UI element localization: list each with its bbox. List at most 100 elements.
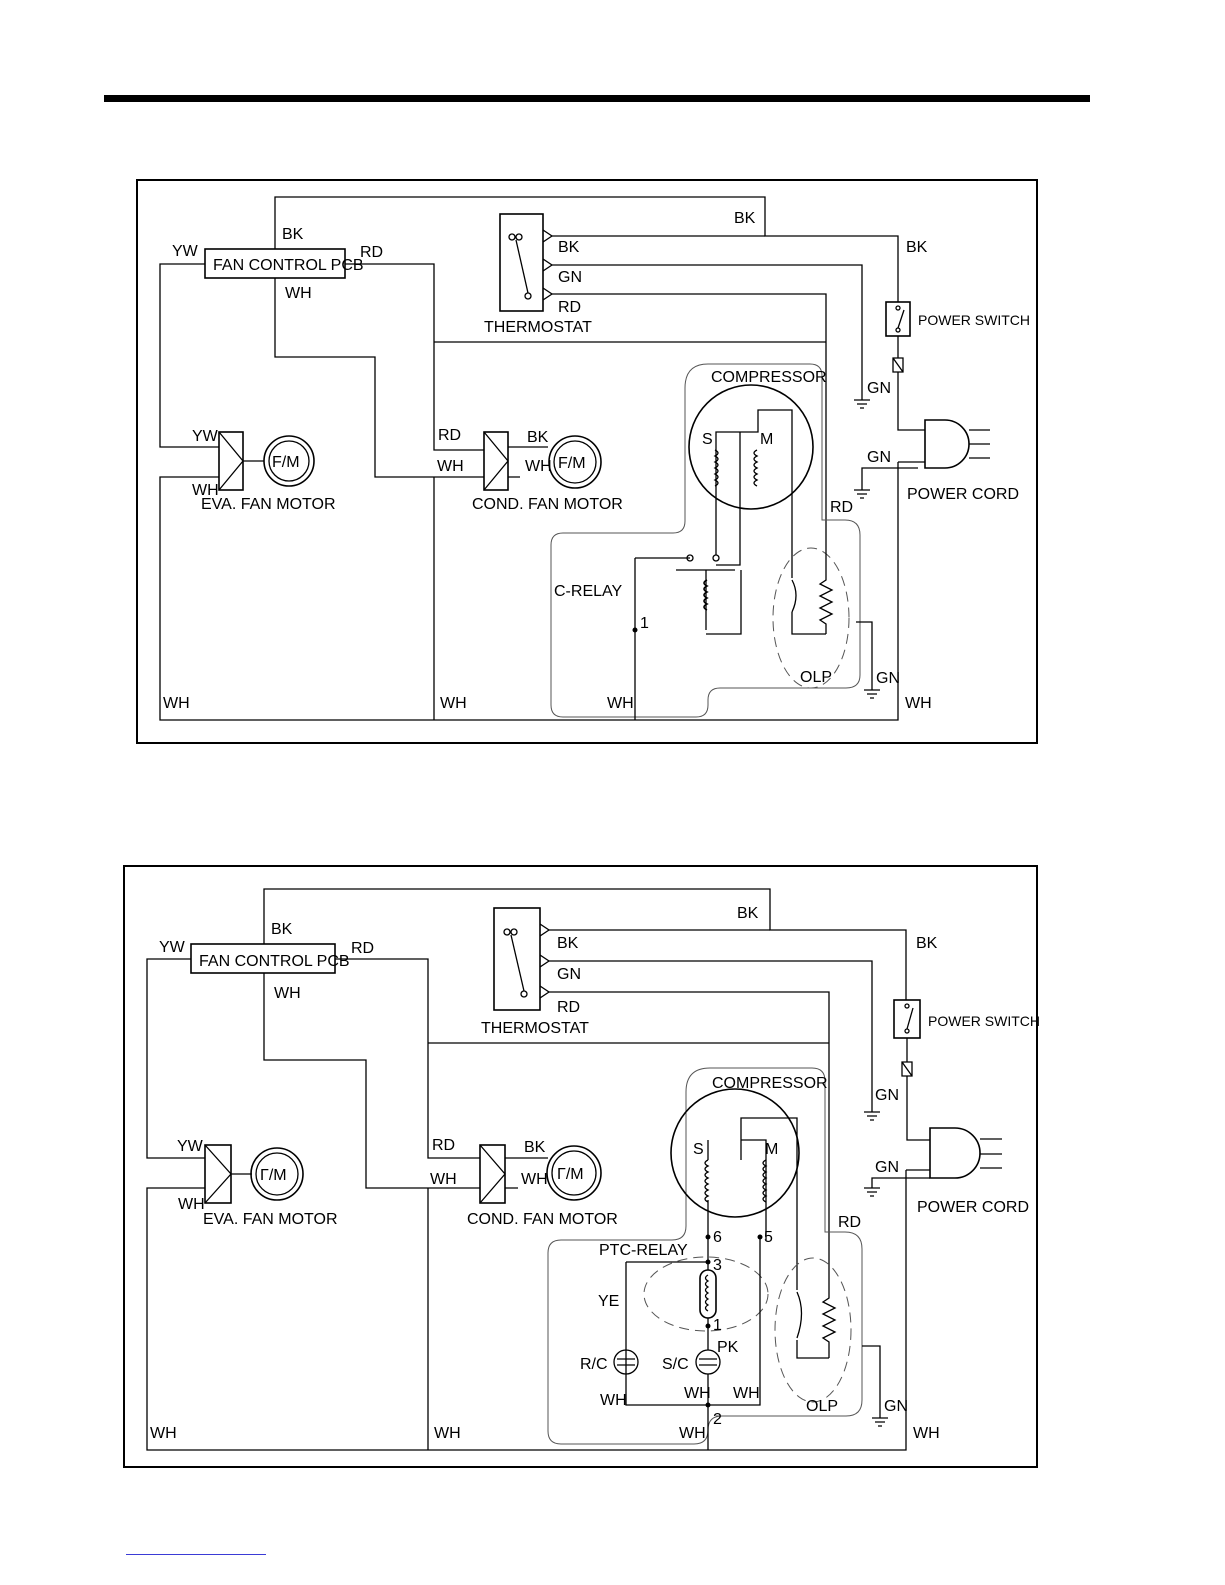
wire-cond [508, 446, 548, 478]
relay-coil-icon [703, 579, 709, 611]
olp-boundary [772, 547, 850, 689]
wire-label: YW [159, 939, 186, 956]
start-winding-icon [713, 449, 719, 487]
wire-label: WH [163, 695, 190, 712]
power-cord-plug-icon [924, 419, 970, 469]
wiring-diagram-ptc-relay: FAN CONTROL PCB Γ/M [123, 865, 1040, 1468]
olp-leads [796, 1270, 829, 1359]
main-winding-icon [753, 449, 759, 487]
pcb-label: FAN CONTROL PCB [199, 953, 350, 970]
wire-wh-pcb [263, 973, 480, 1189]
wire-bk-top [263, 888, 907, 1000]
wire-label: GN [867, 380, 891, 397]
wire-label: RD [830, 499, 853, 516]
ptc-coil-icon [704, 1274, 710, 1312]
switch-contact [895, 305, 901, 311]
pcb-label: FAN CONTROL PCB [213, 257, 364, 274]
ground-icon [854, 467, 918, 499]
connector-chevron [479, 1144, 506, 1204]
compressor-windings-leads [715, 409, 793, 550]
header-rule [104, 95, 1090, 102]
power-switch [885, 301, 911, 337]
wire-label: GN [867, 449, 891, 466]
fm-label: F/M [272, 454, 300, 471]
olp-leads [791, 550, 826, 635]
terminal-label: 2 [713, 1411, 722, 1428]
wire-rd-pcb [335, 958, 480, 1159]
ptc-relay-leads [625, 1237, 761, 1406]
thermostat-terminals [542, 229, 554, 301]
compressor-m-label: M [760, 431, 773, 448]
wire-label: WH [521, 1171, 548, 1188]
ptc-relay-label: PTC-RELAY [599, 1242, 688, 1259]
compressor-m-label: M [765, 1141, 778, 1158]
wire-label: BK [524, 1139, 546, 1156]
junction-dot [705, 1259, 711, 1265]
terminal-label: 1 [713, 1317, 722, 1334]
wire-label: WH [905, 695, 932, 712]
ptc-relay-boundary [643, 1256, 769, 1332]
wire-label: GN [875, 1159, 899, 1176]
junction-dot [705, 1234, 711, 1240]
olp-bimetal-icon [796, 1291, 803, 1339]
wire-label: WH [679, 1425, 706, 1442]
wire-label: WH [607, 695, 634, 712]
wire-label: WH [913, 1425, 940, 1442]
compressor-label: COMPRESSOR [711, 369, 827, 386]
eva-fan-motor-icon [263, 435, 315, 487]
wire-label: WH [434, 1425, 461, 1442]
c-relay-label: C-RELAY [554, 583, 622, 600]
power-switch-label: POWER SWITCH [928, 1013, 1040, 1029]
wire-label: RD [558, 299, 581, 316]
ground-icon [856, 621, 880, 699]
relay-contact [712, 554, 720, 562]
wire-label: RD [557, 999, 580, 1016]
wire-label: BK [734, 210, 756, 227]
thermostat [493, 907, 541, 1011]
thermostat-label: THERMOSTAT [484, 319, 592, 336]
junction-dot [705, 1323, 711, 1329]
wire-label: GN [875, 1087, 899, 1104]
wire-label: WH [437, 458, 464, 475]
power-cord-label: POWER CORD [907, 486, 1019, 503]
wire-label: BK [916, 935, 938, 952]
wire-label: PK [717, 1339, 739, 1356]
wire-label: BK [527, 429, 549, 446]
connector-chevron [483, 431, 509, 491]
olp-label: OLP [806, 1398, 838, 1415]
power-switch [893, 999, 921, 1039]
wire-wh-pcb [274, 278, 484, 478]
wire-label: GN [884, 1398, 908, 1415]
relay-leads [715, 490, 741, 566]
thermostat-arm [515, 239, 529, 294]
fm-label: Γ/M [260, 1167, 287, 1184]
wire-label: GN [557, 966, 581, 983]
cond-fan-connector [479, 1144, 506, 1204]
terminal-label: 3 [713, 1257, 722, 1274]
compressor-common [741, 1139, 767, 1160]
eva-fan-motor-icon [268, 440, 310, 482]
wire-label: BK [737, 905, 759, 922]
cond-fan-motor-icon [548, 435, 602, 489]
terminal-label: 1 [640, 615, 649, 632]
olp-heater-icon [818, 550, 834, 634]
wire-label: WH [600, 1392, 627, 1409]
wire-label: WH [525, 458, 552, 475]
thermostat-contact [515, 233, 523, 241]
cond-fan-connector [483, 431, 509, 491]
connector-chevron [218, 431, 244, 491]
wire-label: WH [192, 482, 219, 499]
terminal-label: 6 [713, 1229, 722, 1246]
thermostat-terminals [539, 923, 551, 999]
eva-fan-motor-label: EVA. FAN MOTOR [201, 496, 336, 513]
wire-rd-pcb [345, 263, 484, 451]
wire-label: WH [684, 1385, 711, 1402]
run-capacitor-icon [613, 1349, 639, 1375]
ground-icon [864, 1177, 930, 1197]
thermostat-label: THERMOSTAT [481, 1020, 589, 1037]
wire-label: GN [876, 670, 900, 687]
compressor-s-label: S [693, 1141, 704, 1158]
eva-fan-connector [218, 431, 244, 491]
terminal-label: 5 [764, 1229, 773, 1246]
capacitor-plates [617, 1358, 635, 1366]
